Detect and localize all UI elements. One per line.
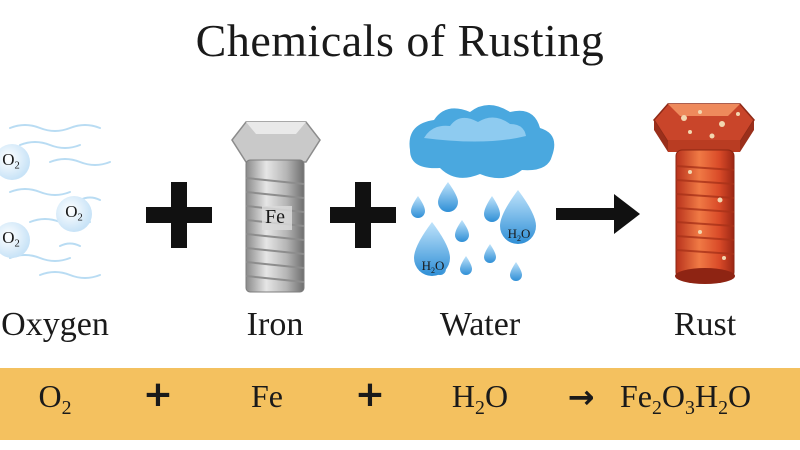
oxygen-molecule-label: O2 (2, 150, 20, 172)
reactant-label-oxygen: Oxygen (1, 306, 109, 343)
product-label-rust: Rust (673, 306, 737, 343)
plus-icon (355, 182, 371, 248)
diagram-title: Chemicals of Rusting (195, 15, 605, 66)
reactant-label-water: Water (439, 306, 521, 343)
equation-iron: Fe (251, 378, 283, 414)
water-molecule-label: H2O (507, 226, 531, 243)
water-molecule-label: H2O (421, 258, 445, 275)
equation-plus: + (354, 374, 386, 415)
equation-oxygen: O2 (38, 378, 72, 419)
oxygen-molecule-label: O2 (65, 202, 83, 224)
reactant-label-iron: Iron (246, 306, 304, 343)
equation-rust: Fe2O3H2O (620, 378, 752, 419)
iron-bolt-icon (231, 121, 321, 293)
oxygen-molecule-bubble (56, 196, 92, 232)
plus-symbols (146, 182, 396, 248)
rust-bolt-icon (653, 103, 755, 284)
plus-icon (171, 182, 187, 248)
equation-arrow: → (567, 378, 595, 416)
equation-band (0, 368, 800, 440)
oxygen-molecule-bubble (0, 144, 30, 180)
water-drops-icon (411, 182, 536, 281)
equation-water: H2O (451, 378, 509, 419)
water-cloud-icon (409, 105, 555, 179)
reaction-arrow-icon (556, 194, 640, 234)
oxygen-illustration (0, 124, 111, 279)
equation-plus: + (142, 374, 174, 415)
oxygen-molecule-bubble (0, 222, 30, 258)
oxygen-molecule-label: O2 (2, 228, 20, 250)
iron-symbol-label: Fe (265, 206, 285, 228)
